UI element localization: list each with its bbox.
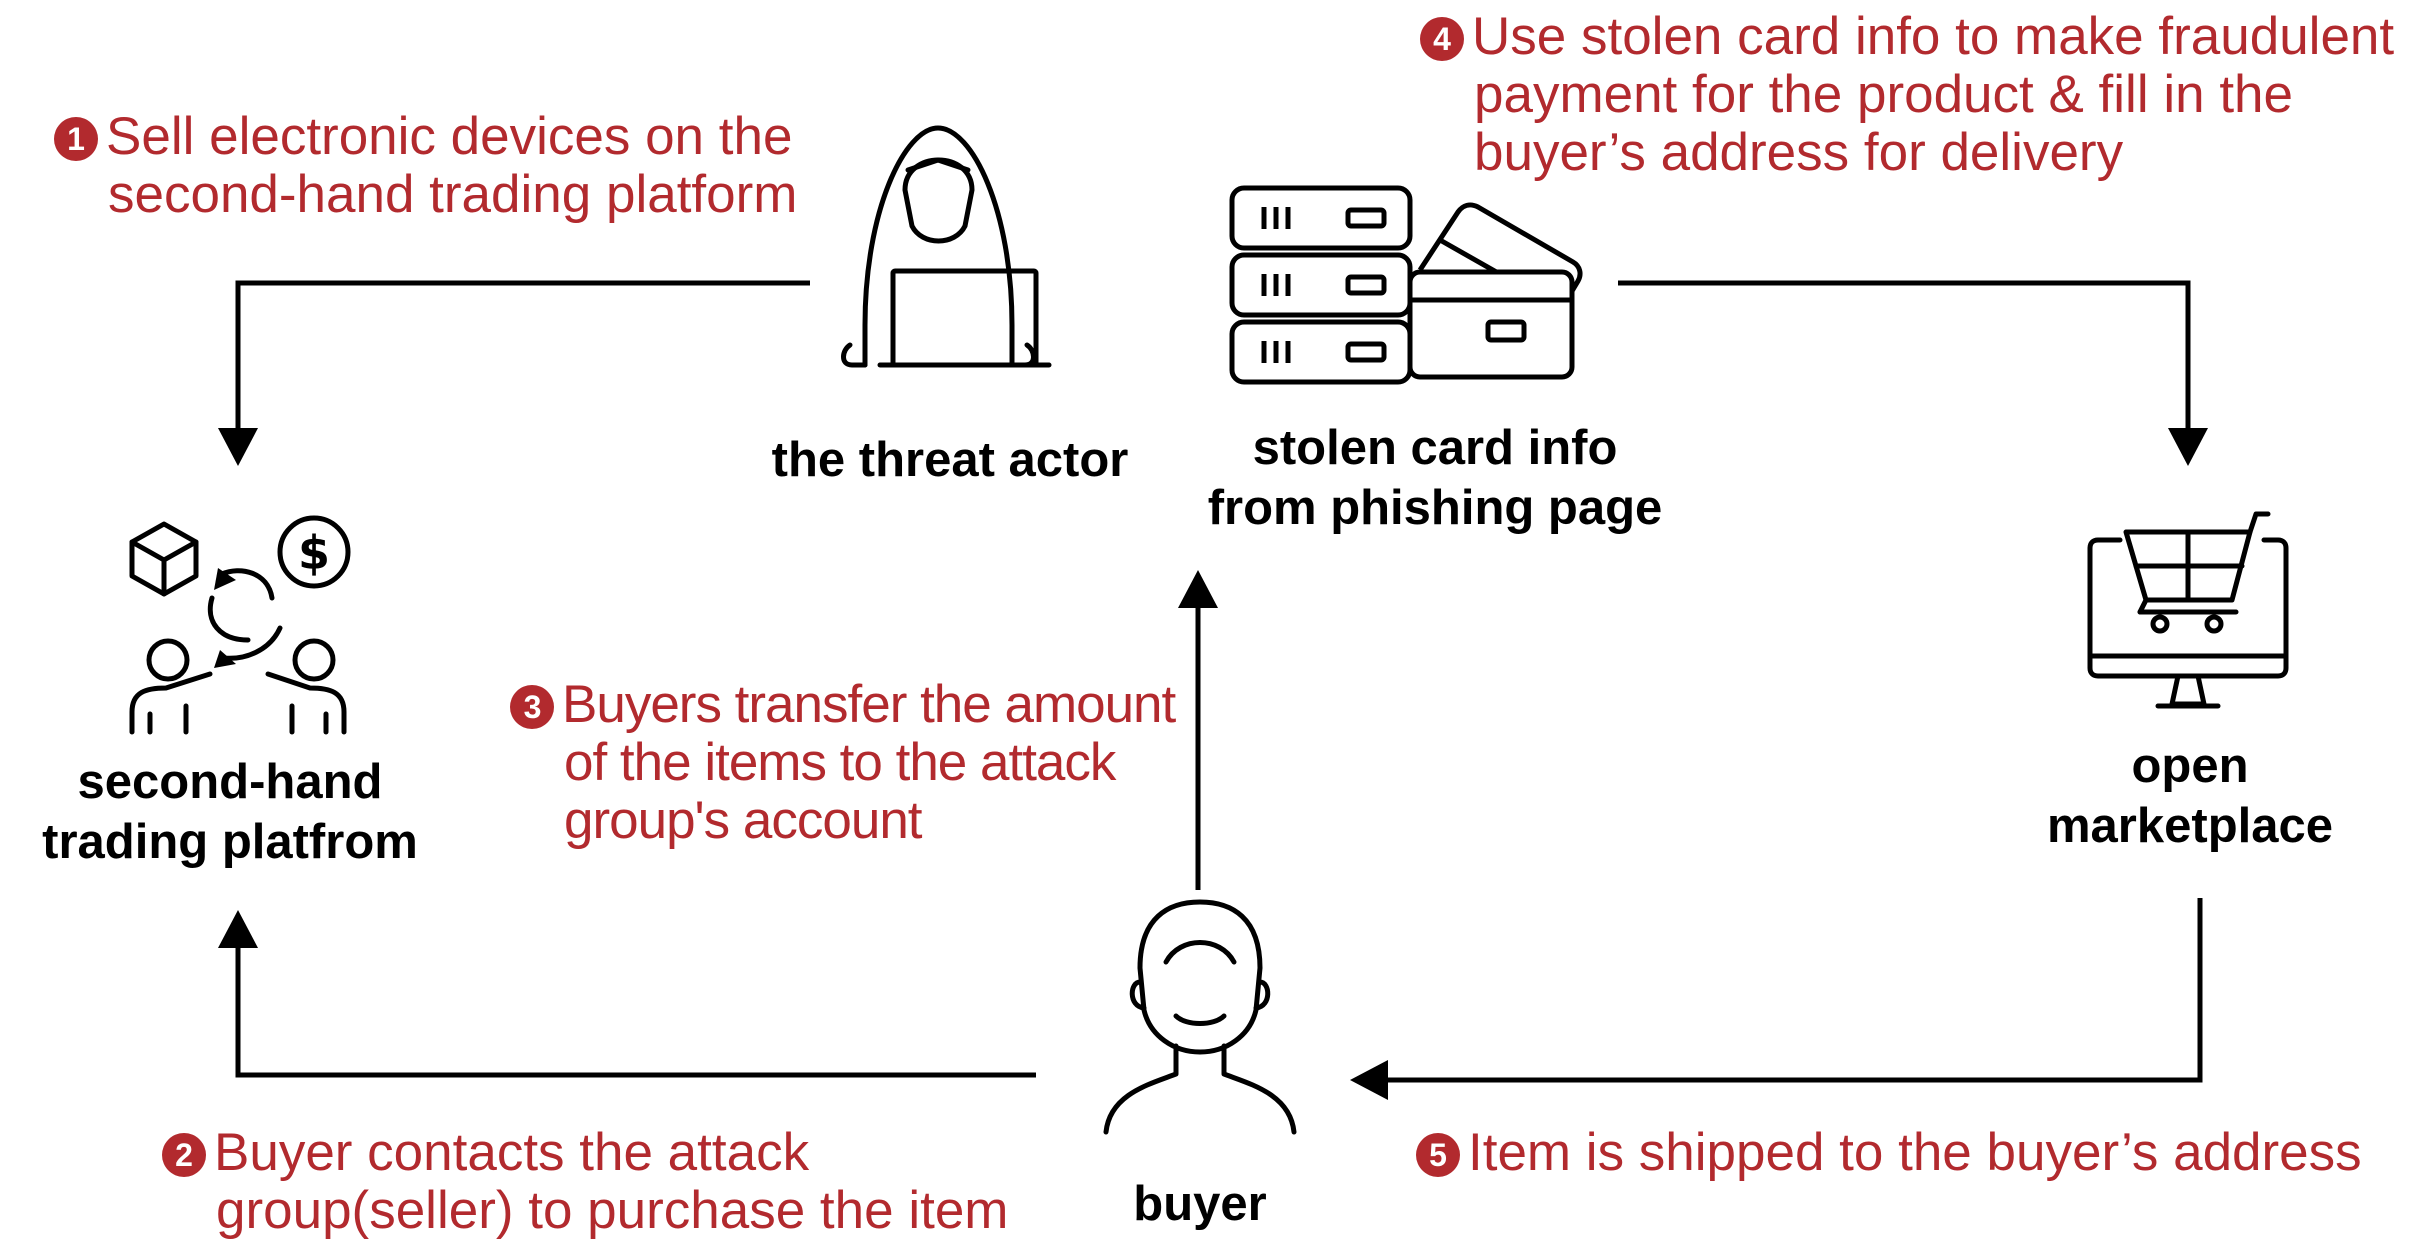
buyer-label: buyer bbox=[1080, 1174, 1320, 1234]
trade-exchange-icon: $ bbox=[129, 515, 351, 735]
step-4-number-badge: 4 bbox=[1420, 17, 1464, 61]
marketplace-label-line-2: marketplace bbox=[2046, 799, 2333, 853]
arrowhead-down-platform bbox=[218, 428, 258, 466]
arrowhead-left-buyer bbox=[1350, 1060, 1388, 1100]
shopping-cart-monitor-icon bbox=[2087, 511, 2289, 709]
step-3-number-badge: 3 bbox=[510, 685, 554, 729]
arrow-buyer-to-platform bbox=[235, 948, 1036, 1078]
step-2-line-2: group(seller) to purchase the item bbox=[216, 1181, 1009, 1240]
stolen-card-label: stolen card info from phishing page bbox=[1150, 418, 1720, 538]
step-4-line-3: buyer’s address for delivery bbox=[1474, 123, 2124, 182]
marketplace-label-line-1: open bbox=[2131, 739, 2249, 793]
step-1-line-2: second-hand trading platform bbox=[108, 165, 798, 224]
stolen-card-label-line-1: stolen card info bbox=[1252, 421, 1618, 475]
arrowhead-down-marketplace bbox=[2168, 428, 2208, 466]
step-5-number-badge: 5 bbox=[1416, 1133, 1460, 1177]
stolen-card-label-line-2: from phishing page bbox=[1207, 481, 1663, 535]
step-3-line-1: Buyers transfer the amount bbox=[562, 675, 1176, 734]
platform-label-line-1: second-hand bbox=[77, 755, 383, 809]
threat-actor-label-line-1: the threat actor bbox=[771, 433, 1129, 487]
arrow-actor-to-platform bbox=[235, 280, 810, 428]
buyer-label-line-1: buyer bbox=[1133, 1177, 1267, 1231]
threat-actor-label: the threat actor bbox=[710, 430, 1190, 490]
svg-text:$: $ bbox=[298, 526, 330, 580]
step-4-line-1: Use stolen card info to make fraudulent bbox=[1472, 7, 2395, 66]
server-and-credit-cards-icon bbox=[1229, 185, 1583, 385]
step-1-line-1: Sell electronic devices on the bbox=[106, 107, 793, 166]
step-3-line-2: of the items to the attack bbox=[564, 733, 1116, 792]
marketplace-label: open marketplace bbox=[2010, 736, 2370, 856]
step-1-number-badge: 1 bbox=[54, 117, 98, 161]
hooded-hacker-laptop-icon bbox=[841, 125, 1052, 368]
step-4-line-2: payment for the product & fill in the bbox=[1474, 65, 2293, 124]
platform-label-line-2: trading platfrom bbox=[42, 815, 418, 869]
arrowhead-up-platform bbox=[218, 910, 258, 948]
step-2-line-1: Buyer contacts the attack bbox=[214, 1123, 810, 1182]
step-5-line-1: Item is shipped to the buyer’s address bbox=[1468, 1123, 2362, 1182]
step-2-number-badge: 2 bbox=[162, 1133, 206, 1177]
step-3-line-3: group's account bbox=[564, 791, 923, 850]
person-head-icon bbox=[1103, 899, 1297, 1135]
arrow-card-to-marketplace bbox=[1618, 280, 2191, 428]
arrow-marketplace-to-buyer bbox=[1388, 898, 2203, 1083]
platform-label: second-hand trading platfrom bbox=[4, 752, 456, 872]
arrowhead-up-card bbox=[1178, 570, 1218, 608]
